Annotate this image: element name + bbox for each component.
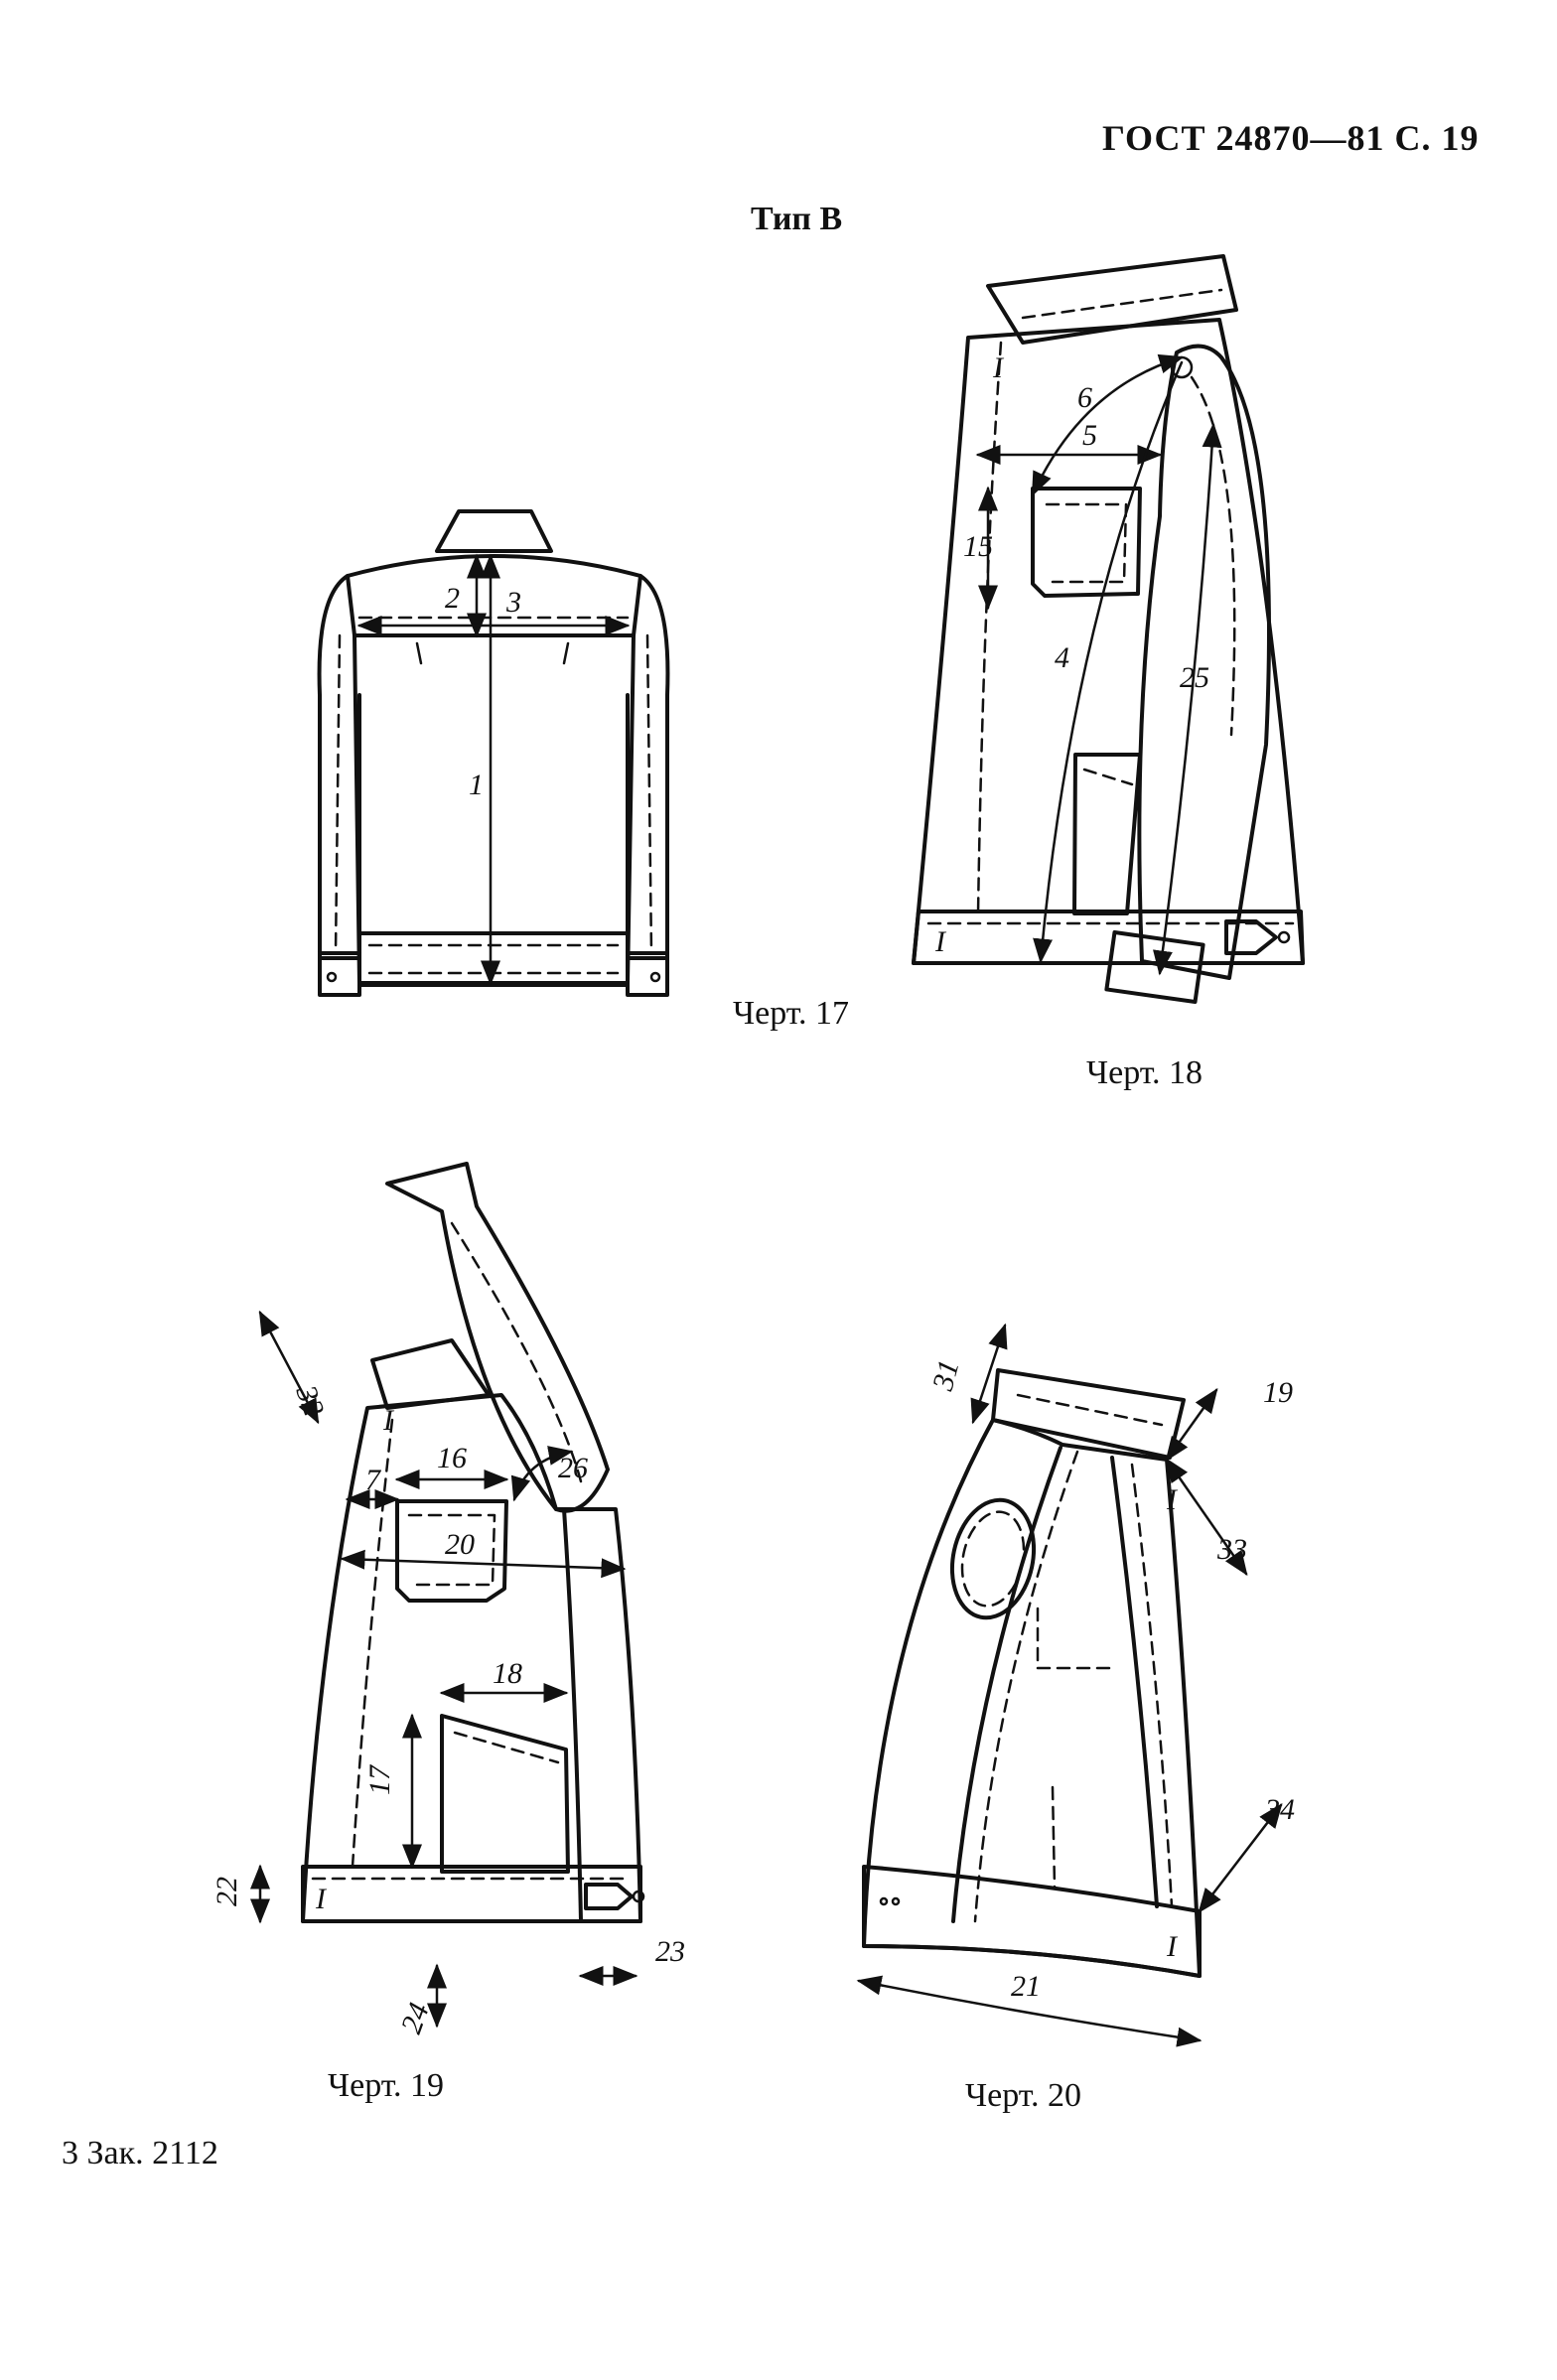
fig18-side-tab bbox=[1224, 919, 1278, 955]
fig17-dim-3: 3 bbox=[505, 586, 521, 619]
figure-20-jacket-armhole: 31 19 33 34 21 I I bbox=[856, 1323, 1295, 2047]
fig20-dim-33: 33 bbox=[1216, 1533, 1247, 1566]
figure-19-jacket-side-raised: 32 7 16 20 26 18 17 22 23 24 I I bbox=[211, 1162, 685, 2037]
fig19-dim-26: 26 bbox=[558, 1452, 588, 1484]
type-title: Тип В bbox=[751, 201, 843, 237]
fig18-mark: I bbox=[992, 351, 1005, 384]
fig19-dim-24: 24 bbox=[395, 1999, 436, 2037]
fig18-dim-25: 25 bbox=[1180, 661, 1209, 694]
fig19-chest-pocket bbox=[395, 1499, 508, 1603]
fig18-body bbox=[912, 318, 1305, 965]
fig17-yoke bbox=[346, 554, 642, 637]
fig18-dim-4: 4 bbox=[1055, 641, 1069, 674]
fig17-left-cuff bbox=[318, 951, 361, 997]
fig20-dim-31: 31 bbox=[926, 1356, 966, 1394]
fig18-hem-band bbox=[912, 910, 1305, 965]
fig19-side-tab bbox=[584, 1883, 634, 1910]
caption-fig19: Черт. 19 bbox=[328, 2067, 445, 2104]
fig20-hem-band bbox=[862, 1865, 1202, 1978]
fig19-dim-22: 22 bbox=[211, 1877, 243, 1906]
caption-fig18: Черт. 18 bbox=[1086, 1054, 1203, 1091]
caption-fig17: Черт. 17 bbox=[733, 995, 850, 1032]
fig17-left-sleeve bbox=[317, 574, 361, 960]
fig19-dim-7: 7 bbox=[365, 1464, 382, 1496]
fig19-dim-17: 17 bbox=[363, 1763, 396, 1795]
fig20-armhole bbox=[949, 1497, 1037, 1620]
fig19-dim-16: 16 bbox=[437, 1442, 467, 1474]
fig18-dim-5: 5 bbox=[1082, 419, 1097, 452]
caption-fig20: Черт. 20 bbox=[965, 2077, 1082, 2114]
fig20-collar bbox=[991, 1368, 1186, 1460]
fig17-dim-1: 1 bbox=[469, 769, 484, 801]
fig17-dim-2: 2 bbox=[445, 582, 460, 615]
page-header: ГОСТ 24870—81 С. 19 bbox=[1102, 118, 1480, 158]
fig19-mark: I bbox=[382, 1404, 395, 1437]
fig20-mark: I bbox=[1166, 1483, 1179, 1516]
fig20-hem-mark: I bbox=[1166, 1930, 1179, 1963]
fig17-body bbox=[353, 633, 636, 985]
fig20-body bbox=[862, 1418, 1202, 1978]
figure-17-jacket-back: 2 3 1 bbox=[317, 509, 670, 997]
fig19-dim-23: 23 bbox=[655, 1935, 685, 1968]
fig18-collar bbox=[986, 254, 1238, 345]
fig18-hem-mark: I bbox=[934, 925, 947, 958]
fig18-dim-6: 6 bbox=[1077, 381, 1092, 414]
fig19-hem-mark: I bbox=[315, 1883, 328, 1915]
fig17-hem-band bbox=[357, 931, 630, 987]
figure-18-jacket-side: 6 5 15 4 25 I I bbox=[912, 254, 1305, 1004]
fig20-dim-21: 21 bbox=[1011, 1970, 1041, 2003]
fig20-dim-34: 34 bbox=[1264, 1793, 1295, 1826]
fig19-lower-pocket bbox=[440, 1714, 570, 1874]
fig17-collar bbox=[435, 509, 553, 553]
fig17-right-cuff bbox=[626, 951, 669, 997]
fig17-right-sleeve bbox=[626, 574, 670, 960]
fig19-dim-32: 32 bbox=[289, 1380, 331, 1420]
fig19-hem-band bbox=[301, 1865, 642, 1923]
fig18-lower-pocket bbox=[1072, 753, 1142, 915]
fig20-dim-19: 19 bbox=[1263, 1376, 1293, 1409]
page-footer: 3 Зак. 2112 bbox=[62, 2135, 218, 2171]
fig18-cuff bbox=[1104, 930, 1205, 1004]
fig19-dim-20: 20 bbox=[445, 1528, 475, 1561]
fig18-dim-15: 15 bbox=[963, 530, 993, 563]
fig19-dim-18: 18 bbox=[493, 1657, 522, 1690]
fig19-raised-sleeve bbox=[385, 1162, 610, 1513]
